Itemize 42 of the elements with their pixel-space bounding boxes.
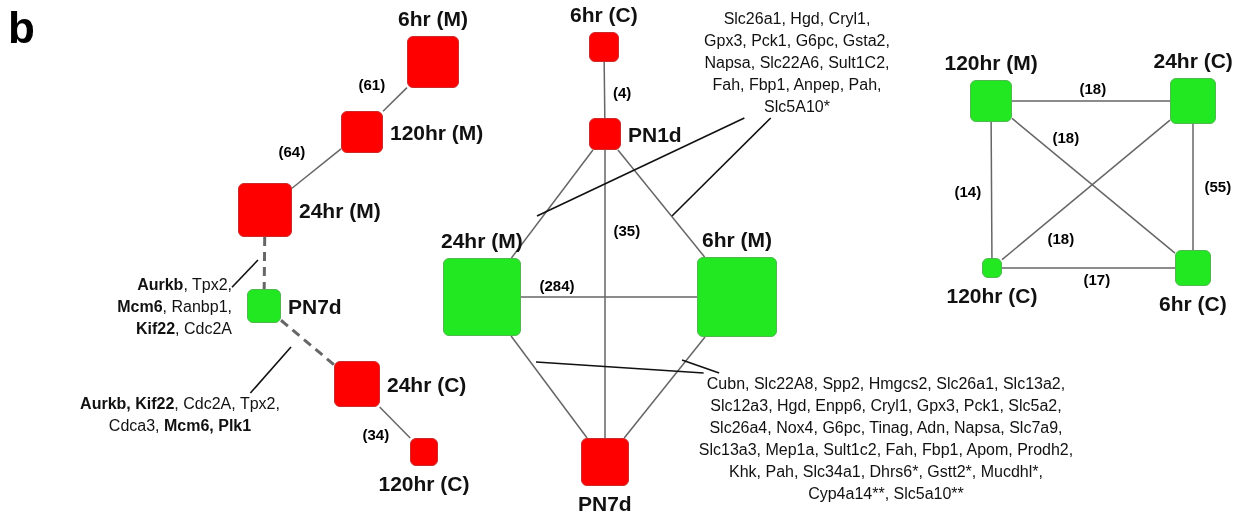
dashed-connector bbox=[280, 319, 335, 366]
connector-line bbox=[617, 149, 706, 258]
gene-list: Slc26a1, Hgd, Cryl1, Gpx3, Pck1, G6pc, Gsta2, Napsa, Slc22A6, Sult1C2, Fah, Fbp1, Anpep, Pah, Slc5A10* bbox=[703, 8, 891, 118]
node-label: PN7d bbox=[578, 493, 632, 514]
node-label: 120hr (M) bbox=[944, 52, 1038, 73]
leader-line bbox=[681, 359, 720, 374]
node-label: 24hr (M) bbox=[299, 199, 381, 221]
leader-line bbox=[535, 361, 705, 374]
node-label: PN7d bbox=[288, 295, 342, 317]
connector-line bbox=[510, 335, 588, 439]
connector-line bbox=[291, 148, 342, 190]
dashed-connector bbox=[262, 237, 267, 289]
gene-list: Aurkb, Tpx2, Mcm6, Ranbp1, Kif22, Cdc2A bbox=[105, 274, 232, 340]
node-label: PN1d bbox=[628, 123, 682, 145]
connector-line bbox=[378, 406, 411, 439]
leader-line bbox=[231, 259, 259, 288]
node-label: 120hr (C) bbox=[378, 473, 470, 494]
connector-line bbox=[1001, 267, 1176, 269]
leader-line bbox=[249, 346, 292, 394]
connector-line bbox=[520, 296, 698, 298]
connector-line bbox=[603, 61, 606, 119]
node-label: 24hr (M) bbox=[441, 230, 523, 251]
node-label: 24hr (C) bbox=[1153, 50, 1233, 71]
leader-line bbox=[671, 117, 772, 217]
connector-line bbox=[382, 86, 408, 113]
node-label: 120hr (M) bbox=[390, 121, 484, 143]
gene-list: Aurkb, Kif22, Cdc2A, Tpx2, Cdca3, Mcm6, Plk1 bbox=[70, 393, 290, 437]
gene-list: Cubn, Slc22A8, Spp2, Hmgcs2, Slc26a1, Slc13a2, Slc12a3, Hgd, Enpp6, Cryl1, Gpx3, Pck1, Slc5a2, Slc26a4, Nox4, G6pc, Tinag, Adn, Napsa, Slc7a9, Slc13a3, Mep1a, Sult1c2, Fah, Fbp1, Apom, Prodh2, Khk, Pah, Slc34a1, Dhrs6*, Gstt2*, Mucdhl*, Cyp4a14**, Slc5a10** bbox=[692, 373, 1080, 505]
connector-line bbox=[623, 336, 706, 439]
node-label: 120hr (C) bbox=[946, 285, 1038, 306]
connector-line bbox=[990, 121, 993, 259]
connector-line bbox=[510, 149, 594, 259]
connector-line bbox=[604, 149, 606, 439]
node-label: 6hr (M) bbox=[702, 229, 772, 250]
connector-line bbox=[1192, 123, 1194, 251]
node-label: 6hr (M) bbox=[398, 8, 468, 29]
leader-line bbox=[536, 117, 746, 217]
node-label: 6hr (C) bbox=[1159, 293, 1227, 314]
connector-line bbox=[1011, 100, 1171, 102]
node-label: 6hr (C) bbox=[570, 4, 638, 25]
node-label: 24hr (C) bbox=[387, 373, 467, 395]
panel-letter: b bbox=[8, 6, 35, 50]
